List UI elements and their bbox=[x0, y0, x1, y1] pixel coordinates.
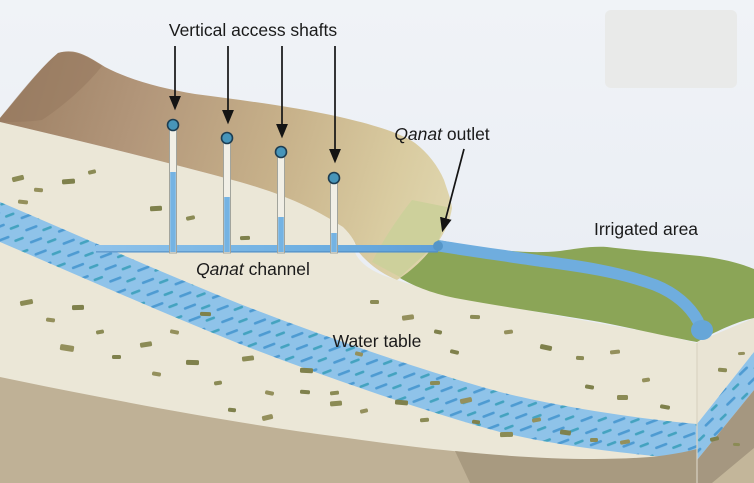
rock bbox=[239, 235, 251, 241]
outlet-arrow bbox=[440, 148, 465, 233]
rock bbox=[619, 439, 631, 445]
rock bbox=[95, 329, 105, 335]
shaft-opening-dot bbox=[274, 145, 288, 159]
surface-stream bbox=[434, 240, 704, 327]
rock bbox=[394, 399, 409, 406]
rock bbox=[61, 178, 76, 185]
rock bbox=[503, 329, 514, 335]
shaft-opening-dot bbox=[166, 118, 180, 132]
rock bbox=[659, 404, 671, 410]
rock bbox=[419, 417, 430, 423]
rock bbox=[429, 380, 441, 386]
rock bbox=[299, 367, 314, 374]
lower-soil-layer bbox=[0, 377, 480, 483]
hill-back-slope bbox=[0, 51, 102, 122]
rock bbox=[531, 417, 542, 423]
rock bbox=[261, 414, 274, 421]
rock bbox=[329, 390, 340, 396]
access-shaft bbox=[166, 118, 180, 254]
label-irrigated-area: Irrigated area bbox=[594, 219, 698, 239]
rock bbox=[641, 377, 651, 383]
rock bbox=[299, 389, 311, 395]
rock bbox=[354, 351, 364, 357]
rock bbox=[169, 329, 180, 335]
base-strip bbox=[455, 449, 697, 483]
rock bbox=[139, 341, 153, 348]
rock bbox=[59, 344, 75, 352]
water-table-band bbox=[0, 202, 697, 460]
rock bbox=[241, 355, 255, 362]
rock bbox=[71, 304, 85, 311]
rock bbox=[185, 215, 196, 221]
rock bbox=[227, 407, 237, 413]
rock bbox=[149, 205, 163, 212]
rock bbox=[609, 349, 621, 355]
shaft-opening-dot bbox=[327, 171, 341, 185]
label-qanat-outlet: Qanat outlet bbox=[394, 124, 489, 144]
label-water-table: Water table bbox=[333, 331, 422, 351]
rock bbox=[369, 299, 380, 305]
rock bbox=[559, 429, 572, 436]
rock bbox=[717, 367, 728, 373]
rock bbox=[589, 437, 599, 443]
rock bbox=[738, 351, 745, 356]
rock bbox=[19, 299, 34, 306]
rock bbox=[87, 169, 97, 175]
rock bbox=[733, 442, 740, 447]
shaft-opening-dot bbox=[220, 131, 234, 145]
rock bbox=[185, 359, 200, 366]
rock bbox=[213, 380, 223, 386]
rock bbox=[584, 384, 595, 390]
rock bbox=[112, 355, 121, 359]
stream-end-pool bbox=[691, 320, 713, 340]
rock bbox=[199, 311, 212, 317]
access-shaft bbox=[327, 171, 341, 254]
rock bbox=[617, 395, 628, 400]
label-vertical-access-shafts: Vertical access shafts bbox=[169, 20, 338, 40]
irrigated-area-surface bbox=[400, 240, 754, 342]
rock bbox=[151, 371, 162, 377]
pale-green-slope bbox=[372, 200, 447, 277]
qanat-outlet-dot bbox=[433, 241, 443, 251]
rock bbox=[575, 355, 585, 361]
annotation-arrows bbox=[169, 46, 465, 233]
rock bbox=[264, 390, 275, 396]
access-shaft bbox=[220, 131, 234, 254]
access-shaft bbox=[274, 145, 288, 254]
qanat-channel bbox=[96, 245, 438, 253]
rock bbox=[499, 431, 514, 438]
rock bbox=[11, 174, 25, 183]
rock bbox=[469, 314, 481, 320]
access-shafts bbox=[166, 118, 341, 254]
rock bbox=[329, 400, 343, 407]
rock bbox=[45, 317, 56, 323]
rock bbox=[471, 419, 481, 425]
rock bbox=[539, 344, 553, 351]
label-qanat-channel: Qanat channel bbox=[196, 259, 310, 279]
rock bbox=[709, 436, 720, 442]
rock bbox=[433, 329, 443, 335]
right-cut-face bbox=[696, 318, 754, 483]
placeholder-box bbox=[605, 10, 737, 88]
rocks bbox=[11, 169, 745, 447]
rock bbox=[449, 349, 460, 355]
rock bbox=[33, 187, 44, 193]
rock bbox=[401, 314, 415, 321]
rock bbox=[359, 408, 369, 414]
rock bbox=[459, 397, 473, 404]
rock bbox=[17, 199, 29, 205]
